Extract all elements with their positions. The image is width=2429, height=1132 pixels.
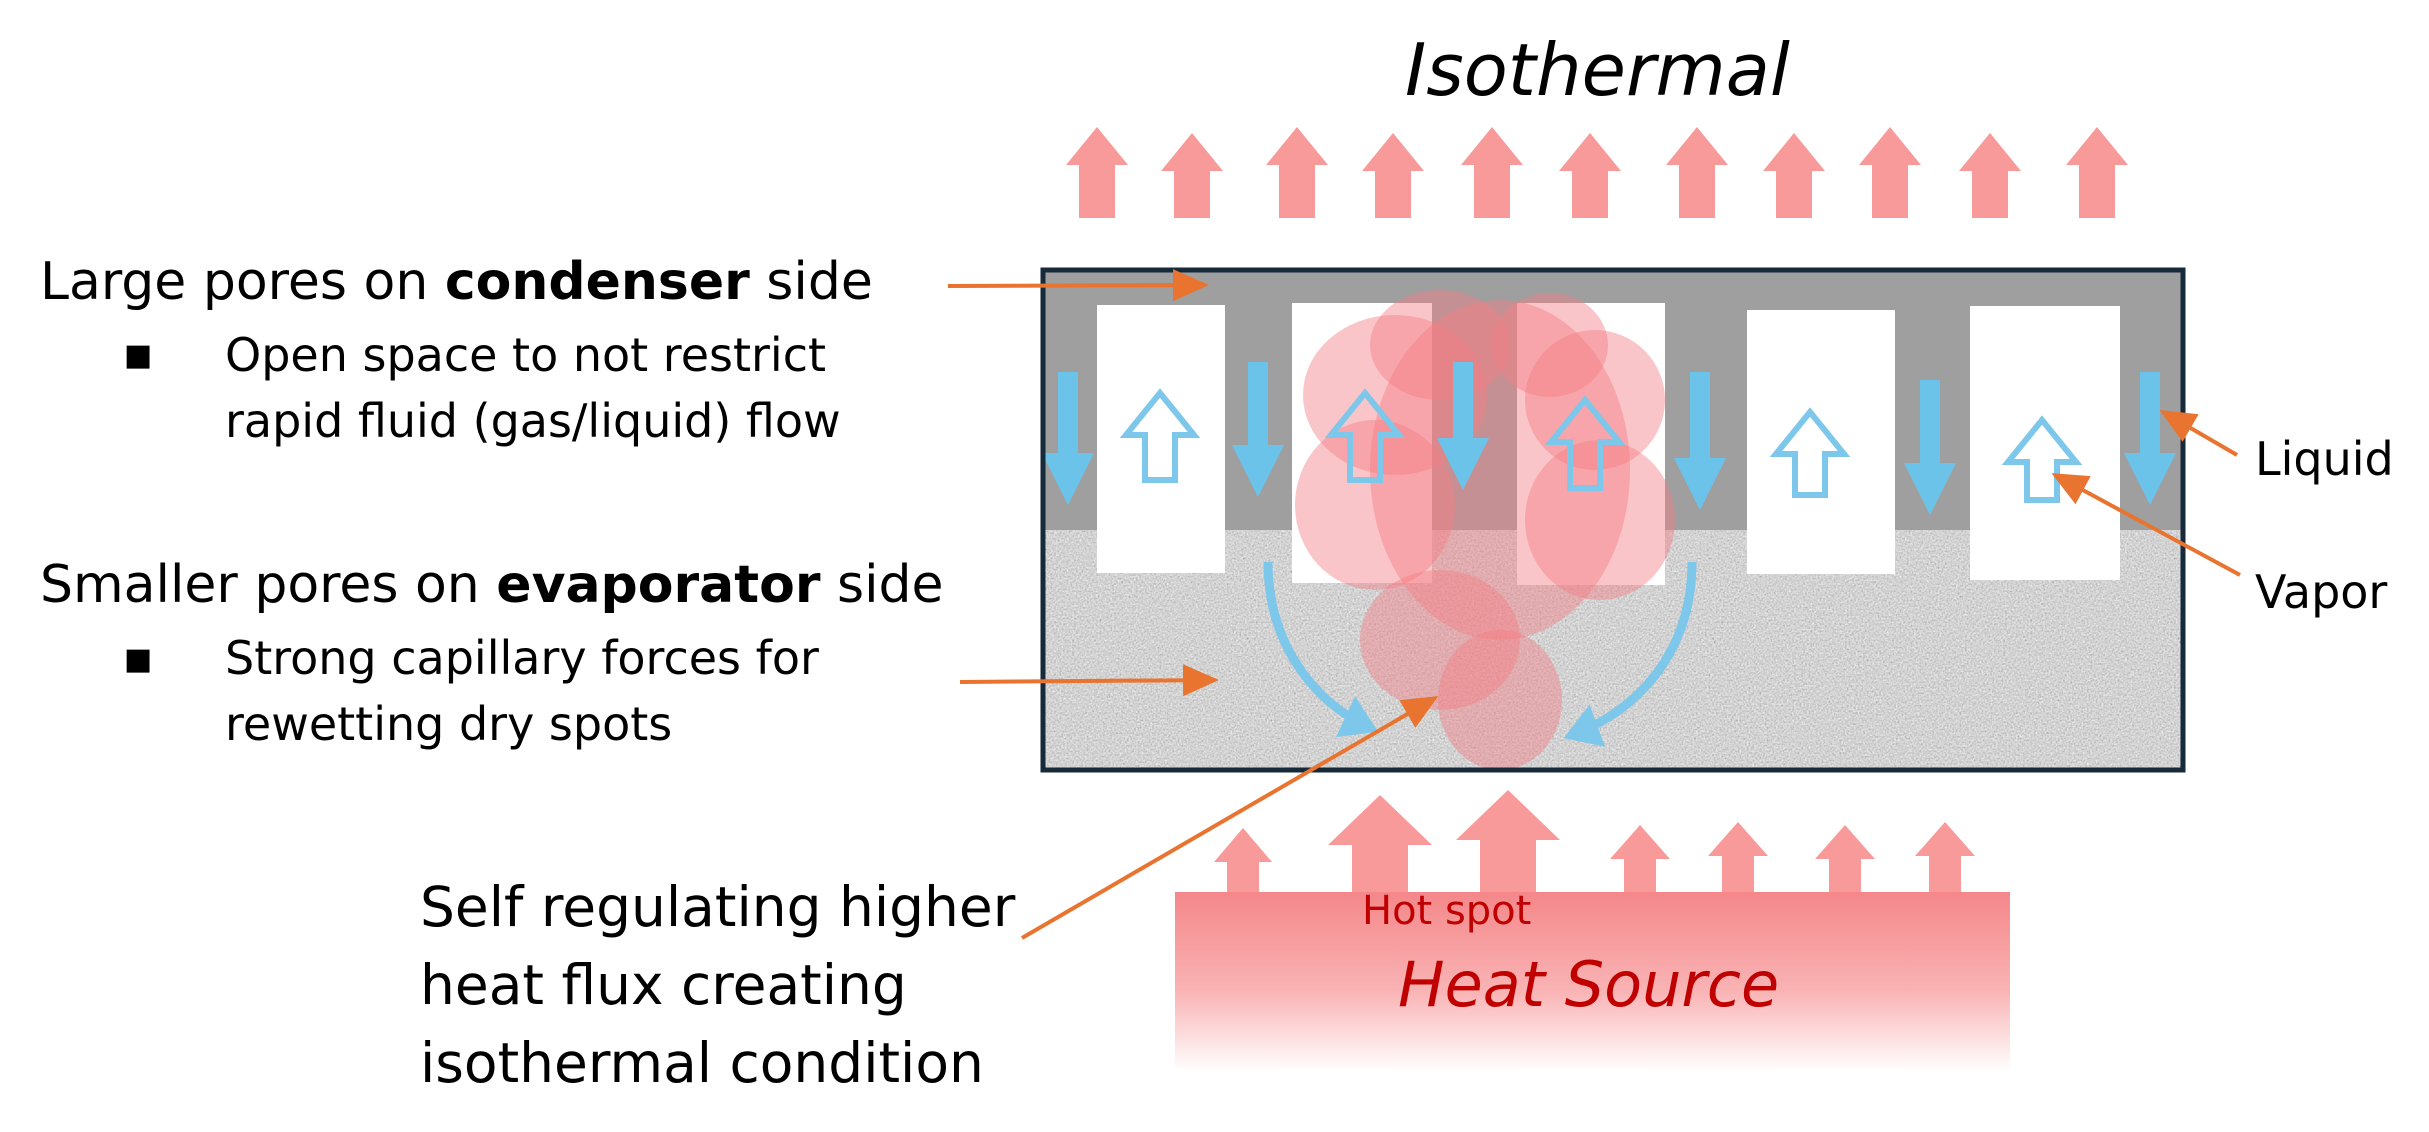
heat-source-up-arrow <box>1214 828 1272 895</box>
heat-up-arrow <box>1066 127 1128 218</box>
evaporator-heading: Smaller pores on evaporator side <box>40 555 944 615</box>
evaporator-bullet-mark: ■ <box>124 642 153 677</box>
vapor-pointer-arrow <box>2051 473 2241 577</box>
condenser-bullet-line-2: rapid fluid (gas/liquid) flow <box>225 394 841 448</box>
condenser-bullet-line-1: Open space to not restrict <box>225 328 827 382</box>
heat-up-arrow <box>1161 133 1223 218</box>
heat-source-up-arrow <box>1456 790 1560 895</box>
condenser-heading-suffix: side <box>749 252 873 312</box>
hot-spot-label: Hot spot <box>1362 888 1532 934</box>
heat-source-up-arrow <box>1708 822 1768 895</box>
heat-up-arrow <box>1859 127 1921 218</box>
callout-line-3: isothermal condition <box>420 1031 984 1095</box>
condenser-heading-bold: condenser <box>444 252 750 312</box>
heat-source-up-arrow <box>1610 825 1670 895</box>
heat-source-up-arrow <box>1915 822 1975 895</box>
capillary-flow-right-arrow <box>1563 561 1697 747</box>
liquid-down-arrow <box>1232 362 1284 497</box>
liquid-down-arrows <box>1043 362 2176 515</box>
liquid-pointer-arrow <box>2159 409 2239 457</box>
vapor-up-arrow <box>2001 415 2083 503</box>
vapor-up-arrow <box>1544 395 1626 491</box>
callout-line-1: Self regulating higher <box>420 875 1016 939</box>
evaporator-layer <box>1043 530 2183 770</box>
evaporator-bullet-line-1: Strong capillary forces for <box>225 631 819 685</box>
vapor-label: Vapor <box>2255 565 2388 619</box>
liquid-down-arrow <box>1437 362 1489 490</box>
heat-up-arrow <box>1559 133 1621 218</box>
isothermal-title: Isothermal <box>1405 28 1790 112</box>
annotation-arrows <box>947 269 2241 940</box>
vapor-up-arrow <box>1119 388 1201 483</box>
heat-up-arrow <box>1666 127 1728 218</box>
heat-source-block <box>1175 892 2010 1072</box>
heat-source-arrows <box>1214 790 1975 895</box>
pore-channels <box>1097 303 2120 585</box>
callout-line-2: heat flux creating <box>420 953 907 1017</box>
vapor-up-arrows <box>1119 388 2083 503</box>
heat-up-arrow <box>1763 133 1825 218</box>
evaporator-heading-prefix: Smaller pores on <box>40 555 497 615</box>
heat-up-arrow <box>1362 133 1424 218</box>
wick-frame <box>1040 267 2186 773</box>
liquid-down-arrow <box>1043 372 1094 505</box>
evaporator-pointer-arrow <box>959 664 1219 697</box>
liquid-label: Liquid <box>2255 432 2394 486</box>
heat-source-label: Heat Source <box>1398 948 1780 1021</box>
isothermal-heat-arrows <box>1066 127 2128 218</box>
evaporator-heading-bold: evaporator <box>496 555 821 615</box>
heat-up-arrow <box>1266 127 1328 218</box>
evaporator-heading-suffix: side <box>820 555 944 615</box>
heat-source-up-arrow <box>1328 795 1432 895</box>
vapor-up-arrow <box>1769 407 1851 498</box>
liquid-down-arrow <box>2124 372 2176 505</box>
condenser-pointer-arrow <box>947 269 1209 302</box>
liquid-down-arrow <box>1674 372 1726 510</box>
hotspot-pointer-arrow <box>1020 695 1439 940</box>
heat-up-arrow <box>1959 133 2021 218</box>
condenser-heading-prefix: Large pores on <box>40 252 445 312</box>
heat-source-up-arrow <box>1815 825 1875 895</box>
heat-up-arrow <box>1461 127 1523 218</box>
capillary-flow-left-arrow <box>1263 561 1379 737</box>
wick-structure <box>1043 270 2183 770</box>
heat-up-arrow <box>2066 127 2128 218</box>
condenser-bullet-mark: ■ <box>124 338 153 373</box>
vapor-up-arrow <box>1324 388 1406 483</box>
liquid-down-arrow <box>1904 380 1956 515</box>
condenser-heading: Large pores on condenser side <box>40 252 873 312</box>
evaporator-bullet-line-2: rewetting dry spots <box>225 697 673 751</box>
